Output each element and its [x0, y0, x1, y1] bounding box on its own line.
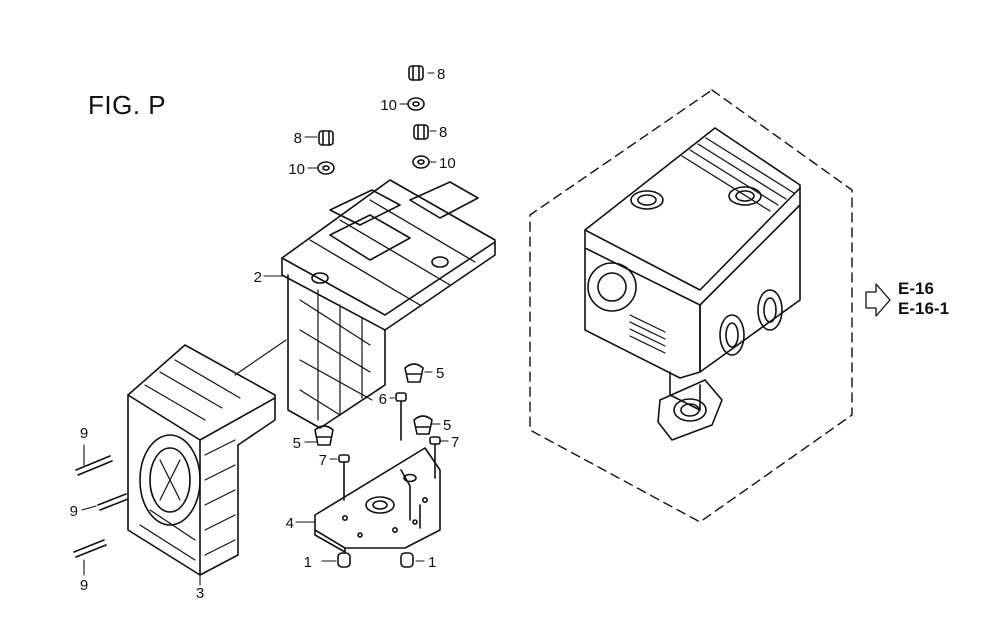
callout-7b: 7: [451, 434, 459, 451]
leader-lines: [82, 73, 448, 585]
callout-8b: 8: [294, 130, 302, 147]
callout-9b: 9: [70, 503, 78, 520]
callout-5c: 5: [443, 417, 451, 434]
callout-1a: 1: [304, 554, 312, 571]
callout-3: 3: [196, 585, 204, 602]
part-7-screw: [339, 437, 440, 500]
callout-7a: 7: [319, 452, 327, 469]
callout-6: 6: [379, 391, 387, 408]
hollow-right-arrow-icon: [866, 284, 890, 316]
part-9-bolt: [74, 456, 128, 557]
callout-1b: 1: [428, 554, 436, 571]
callout-10c: 10: [439, 155, 456, 172]
engine-unit: [585, 128, 800, 440]
callout-8a: 8: [437, 66, 445, 83]
part-5-rubber-mount: [315, 364, 432, 445]
engine-assembly-boundary: [530, 90, 852, 522]
figure-title: FIG. P: [88, 90, 167, 120]
callout-10b: 10: [288, 161, 305, 178]
part-2-bracket: [282, 180, 495, 428]
callout-4: 4: [286, 515, 294, 532]
reference-line-1: E-16: [898, 279, 934, 298]
reference-line-2: E-16-1: [898, 299, 950, 318]
callout-9c: 9: [80, 577, 88, 594]
callout-2: 2: [254, 269, 262, 286]
part-10-washer: [318, 98, 429, 174]
part-1-collar: [338, 553, 413, 567]
callout-10a: 10: [380, 97, 397, 114]
part-8-nut: [319, 66, 428, 145]
callout-5a: 5: [436, 365, 444, 382]
part-4-mount-plate: [315, 448, 440, 552]
part-3-base-block: [128, 345, 275, 575]
callout-9a: 9: [80, 425, 88, 442]
callout-8c: 8: [439, 124, 447, 141]
part-6-bolt: [396, 393, 420, 528]
reference-label[interactable]: E-16 E-16-1: [898, 279, 949, 319]
callout-5b: 5: [293, 435, 301, 452]
